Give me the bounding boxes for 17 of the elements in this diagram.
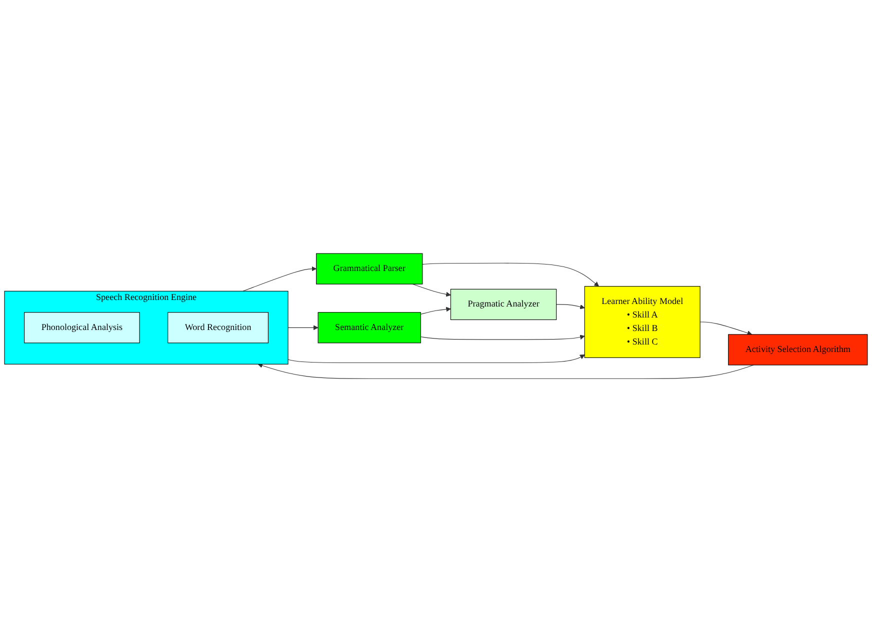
node-box: Phonological Analysis: [24, 312, 140, 344]
arrow: [420, 334, 585, 340]
arrow: [242, 266, 317, 292]
arrow: [420, 306, 451, 314]
arrow: [258, 363, 754, 379]
arrow: [288, 325, 318, 330]
arrow: [288, 354, 585, 363]
arrow: [412, 284, 451, 297]
node-box: Activity Selection Algorithm: [728, 334, 868, 366]
node-box: Grammatical Parser: [316, 253, 423, 284]
arrow: [556, 304, 585, 310]
node-box: Semantic Analyzer: [318, 312, 421, 344]
node-box: Pragmatic Analyzer: [450, 288, 557, 320]
node-box: Learner Ability Model • Skill A • Skill B • Skill C: [584, 286, 700, 358]
arrow: [422, 262, 600, 287]
node-box: Word Recognition: [168, 312, 268, 344]
arrow: [700, 322, 752, 336]
